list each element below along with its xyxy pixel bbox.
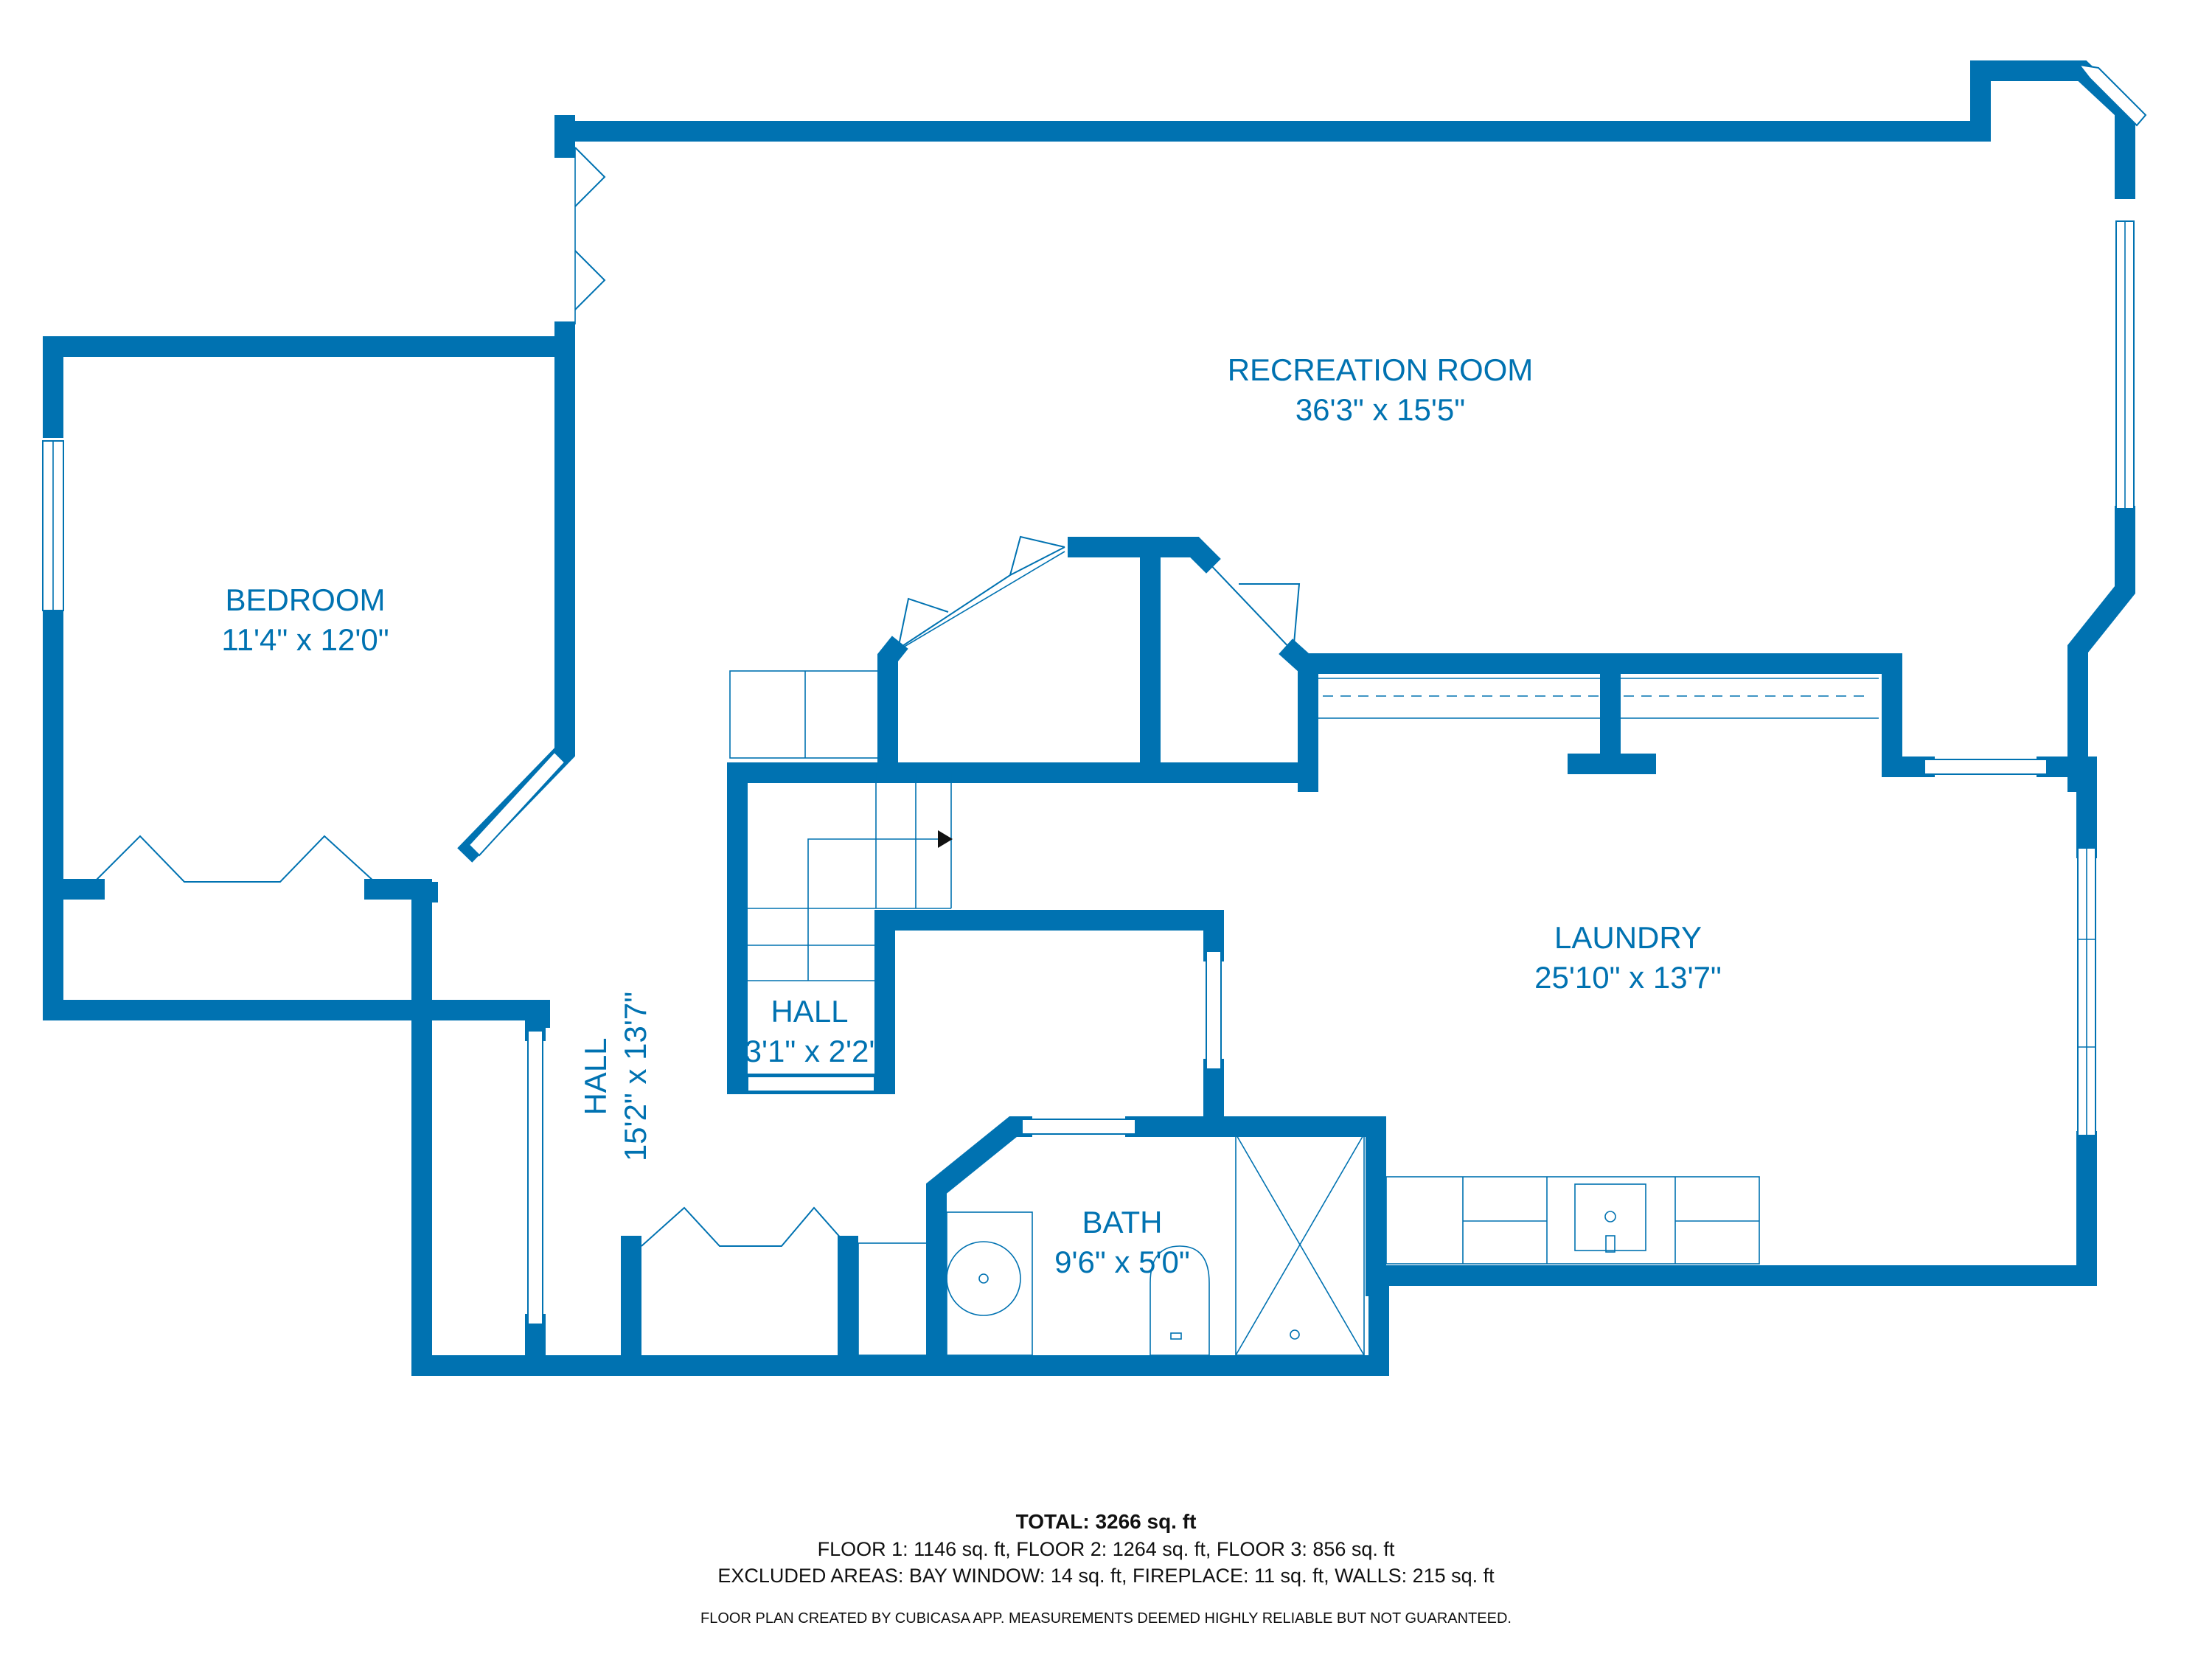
window-bedroom-diag bbox=[467, 751, 566, 857]
window-bay-ne bbox=[2077, 63, 2147, 127]
door-central-west-leaf-2 bbox=[1009, 535, 1065, 576]
window-bath-north bbox=[1021, 1119, 1136, 1135]
wall-bedroom-west bbox=[43, 600, 550, 1028]
room-name-laundry: LAUNDRY bbox=[1554, 920, 1702, 955]
sink-basin bbox=[946, 1241, 1021, 1316]
wall-outer-north-east bbox=[554, 60, 2135, 199]
arrow-right-icon bbox=[938, 830, 953, 848]
shower bbox=[1235, 1133, 1365, 1356]
room-labels: RECREATION ROOM 36'3" x 15'5" BEDROOM 11… bbox=[221, 352, 1721, 1279]
door-closet bbox=[641, 1206, 849, 1247]
window-laundry-north bbox=[1924, 759, 2048, 775]
room-name-recreation: RECREATION ROOM bbox=[1228, 352, 1534, 387]
door-central-west-leaf bbox=[897, 597, 949, 650]
window-hall-west bbox=[527, 1030, 543, 1325]
window-hall-small bbox=[747, 1076, 875, 1092]
windows bbox=[42, 63, 2147, 1325]
footer-excluded: EXCLUDED AREAS: BAY WINDOW: 14 sq. ft, F… bbox=[717, 1565, 1495, 1587]
room-name-bath: BATH bbox=[1082, 1205, 1163, 1239]
wall-outer-east-bottom bbox=[1366, 1131, 2097, 1286]
door-bedroom-south bbox=[94, 835, 375, 883]
stair-upper bbox=[729, 670, 883, 759]
hall-cabinet bbox=[858, 1242, 937, 1356]
wall-central-bay-top bbox=[1068, 537, 1221, 574]
window-hall-vert bbox=[1206, 950, 1222, 1070]
room-size-hall-long: 15'2" x 13'7" bbox=[618, 992, 653, 1161]
footer-total: TOTAL: 3266 sq. ft bbox=[1015, 1510, 1197, 1533]
wall-outer-east bbox=[2067, 506, 2135, 792]
room-size-bedroom: 11'4" x 12'0" bbox=[221, 622, 389, 657]
room-name-hall-small: HALL bbox=[771, 994, 848, 1029]
laundry-fixtures bbox=[1318, 678, 1879, 1265]
footer-note: FLOOR PLAN CREATED BY CUBICASA APP. MEAS… bbox=[700, 1610, 1512, 1627]
stair-direction-line bbox=[807, 838, 947, 981]
room-size-recreation: 36'3" x 15'5" bbox=[1295, 392, 1465, 427]
wall-bath-north-2 bbox=[1125, 1116, 1386, 1296]
laundry-sink bbox=[1574, 1183, 1646, 1251]
door-rec-west bbox=[574, 147, 606, 207]
room-size-laundry: 25'10" x 13'7" bbox=[1534, 960, 1722, 995]
door-central-west bbox=[897, 546, 1065, 650]
wall-hall-stub bbox=[411, 1000, 546, 1041]
toilet bbox=[1150, 1245, 1210, 1356]
room-size-bath: 9'6" x 5'0" bbox=[1054, 1245, 1190, 1279]
laundry-counter bbox=[1385, 1176, 1760, 1265]
wall-central-west bbox=[877, 636, 908, 777]
wall-rec-west bbox=[43, 321, 575, 438]
room-name-bedroom: BEDROOM bbox=[225, 582, 385, 617]
wall-hall-west bbox=[411, 1000, 1389, 1376]
wall-bath-north bbox=[926, 1116, 1032, 1376]
door-rec-west-2 bbox=[574, 250, 606, 310]
room-name-hall-long: HALL bbox=[578, 1037, 613, 1115]
footer-floors: FLOOR 1: 1146 sq. ft, FLOOR 2: 1264 sq. … bbox=[817, 1538, 1395, 1560]
wall-bedroom-se bbox=[411, 882, 438, 1020]
walls bbox=[43, 60, 2135, 1376]
bath-vanity bbox=[946, 1211, 1033, 1356]
room-size-hall-small: 3'1" x 2'2' bbox=[745, 1034, 875, 1068]
doors bbox=[94, 147, 1301, 1247]
bath-fixtures bbox=[858, 1133, 1365, 1356]
stairs bbox=[729, 670, 953, 981]
door-central-east bbox=[1206, 560, 1301, 654]
wall-stair-outline bbox=[727, 762, 1318, 1094]
